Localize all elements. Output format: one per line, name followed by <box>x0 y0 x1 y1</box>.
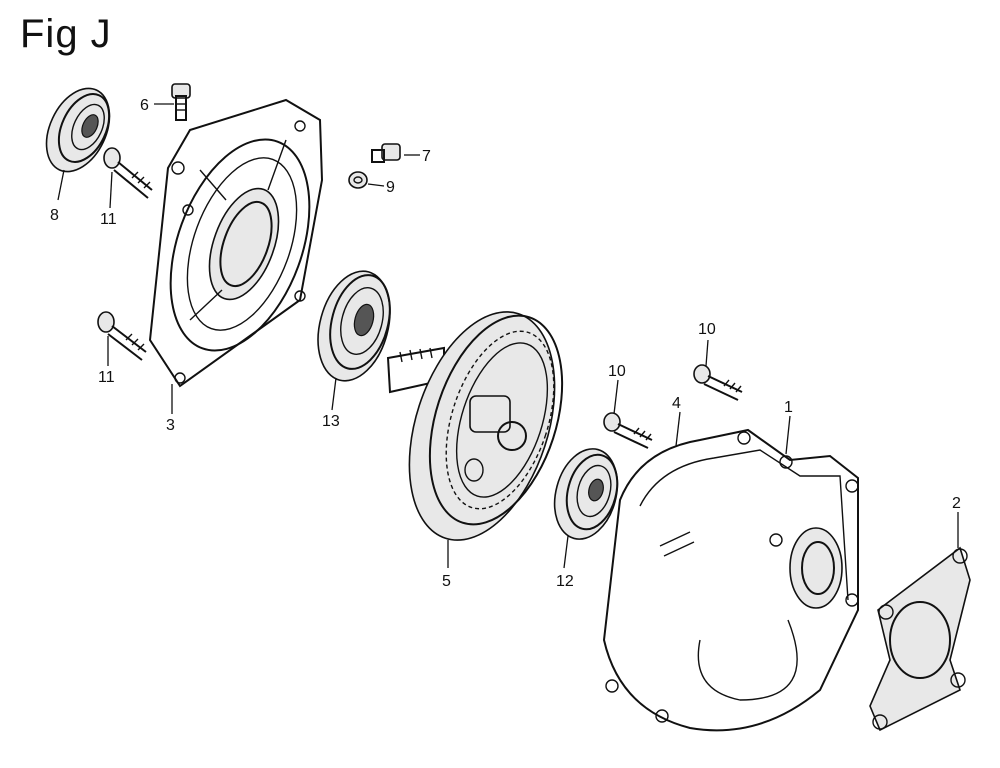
callout-8: 8 <box>50 207 59 224</box>
callout-11-upper: 11 <box>100 211 117 228</box>
washer-part-9 <box>348 171 368 189</box>
callout-3: 3 <box>166 417 175 434</box>
bolt-part-7 <box>371 143 401 163</box>
ring-gear-part-5 <box>386 311 564 541</box>
oil-seal-part-8 <box>45 87 111 173</box>
callout-10-lower: 10 <box>608 363 626 380</box>
long-bolt-part-11-upper <box>103 147 153 199</box>
callout-10-upper: 10 <box>698 321 716 338</box>
callout-13: 13 <box>322 413 340 430</box>
callout-1: 1 <box>784 399 793 416</box>
callout-12: 12 <box>556 573 574 590</box>
bearing-part-12 <box>553 448 619 540</box>
figure-title: Fig J <box>20 12 112 56</box>
bolt-part-6 <box>171 83 191 121</box>
callout-4: 4 <box>672 395 681 412</box>
gasket-part-2 <box>869 546 971 732</box>
bolt-part-10-left <box>603 412 653 449</box>
callout-5: 5 <box>442 573 451 590</box>
callout-11-lower: 11 <box>98 369 115 386</box>
bearing-part-13 <box>317 270 391 382</box>
case-cover-parts-1-4 <box>602 428 859 732</box>
leader-lines <box>57 103 959 569</box>
callout-2: 2 <box>952 495 961 512</box>
callout-6: 6 <box>140 97 149 114</box>
long-bolt-part-11-lower <box>97 311 147 361</box>
bolt-part-10-right <box>693 364 743 401</box>
callout-labels: 1 2 3 4 5 6 7 8 9 10 10 11 11 12 13 <box>50 97 961 590</box>
gear-housing-part-3 <box>148 98 324 388</box>
callout-9: 9 <box>386 179 395 196</box>
callout-7: 7 <box>422 148 431 165</box>
